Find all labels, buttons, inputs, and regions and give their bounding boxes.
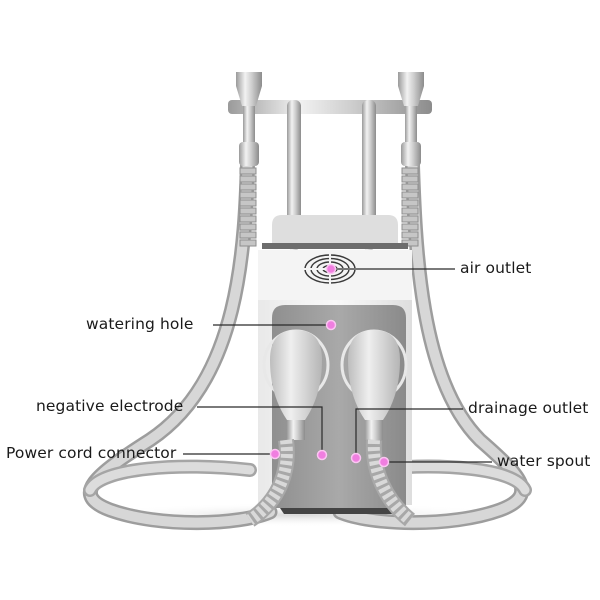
drainage-outlet-marker (350, 452, 362, 464)
power-cord-connector-marker (269, 448, 281, 460)
water-spout-marker (378, 456, 390, 468)
label-air-outlet: air outlet (460, 259, 532, 277)
negative-electrode-marker (316, 449, 328, 461)
label-power-cord-connector: Power cord connector (6, 444, 177, 462)
left-hose (83, 142, 278, 531)
left-handpiece (245, 329, 330, 527)
label-negative-electrode: negative electrode (36, 397, 184, 415)
leader-lines (183, 268, 492, 463)
watering-hole-marker (325, 319, 337, 331)
left-handpiece-tip (236, 72, 262, 247)
label-water-spout: water spout (497, 452, 591, 470)
label-watering-hole: watering hole (86, 315, 194, 333)
right-handpiece-tip (398, 72, 424, 247)
right-handpiece (340, 329, 416, 527)
air-outlet-marker (325, 263, 337, 275)
label-drainage-outlet: drainage outlet (468, 399, 589, 417)
